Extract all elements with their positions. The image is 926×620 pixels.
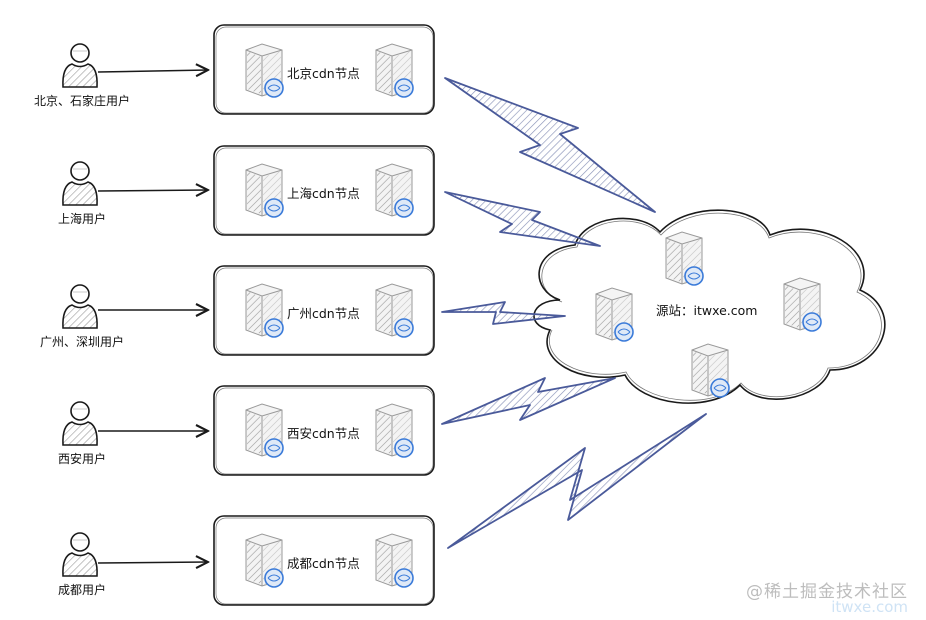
node-box-shanghai — [213, 145, 435, 236]
user-icon — [62, 401, 98, 446]
server-icon — [245, 533, 284, 588]
user-arrows — [97, 70, 208, 563]
origin-cloud — [533, 209, 886, 404]
user-label-shanghai: 上海用户 — [57, 212, 107, 226]
user-label-beijing: 北京、石家庄用户 — [33, 94, 131, 108]
node-box-xian — [213, 385, 435, 476]
bolt-beijing — [444, 77, 656, 213]
connection-bolts — [441, 77, 707, 549]
user-label-chengdu: 成都用户 — [57, 583, 107, 597]
server-icon — [595, 287, 634, 342]
node-box-chengdu — [213, 515, 435, 606]
user-icon — [62, 284, 98, 329]
server-icon — [691, 343, 730, 398]
server-icon — [245, 403, 284, 458]
server-icon — [245, 163, 284, 218]
server-icon — [783, 277, 822, 332]
user-icon — [62, 43, 98, 88]
server-icon — [375, 533, 414, 588]
server-icon — [375, 163, 414, 218]
server-icon — [665, 231, 704, 286]
watermark-line1: @稀土掘金技术社区 — [746, 582, 908, 602]
origin-label: 源站：itwxe.com — [656, 303, 758, 318]
node-box-guangzhou — [213, 265, 435, 356]
server-icon — [375, 283, 414, 338]
server-icon — [245, 283, 284, 338]
server-icon — [245, 43, 284, 98]
bolt-xian — [441, 377, 616, 425]
bolt-guangzhou — [441, 301, 566, 325]
node-label-chengdu: 成都cdn节点 — [287, 556, 360, 571]
node-label-beijing: 北京cdn节点 — [287, 66, 360, 81]
user-icon — [62, 532, 98, 577]
arrow-beijing — [97, 70, 208, 72]
user-label-xian: 西安用户 — [57, 452, 107, 466]
user-icon — [62, 161, 98, 206]
arrow-shanghai — [97, 190, 208, 191]
node-label-shanghai: 上海cdn节点 — [287, 186, 360, 201]
bolt-chengdu — [447, 413, 707, 549]
arrow-chengdu — [97, 562, 208, 563]
node-label-xian: 西安cdn节点 — [287, 426, 360, 441]
bolt-shanghai — [444, 191, 601, 247]
node-label-guangzhou: 广州cdn节点 — [287, 306, 360, 321]
node-box-beijing — [213, 24, 435, 115]
server-icon — [375, 43, 414, 98]
user-figures — [62, 43, 98, 577]
server-icon — [375, 403, 414, 458]
watermark-line2: itwxe.com — [831, 598, 908, 616]
watermark: @稀土掘金技术社区 itwxe.com — [746, 577, 908, 616]
user-label-guangzhou: 广州、深圳用户 — [39, 335, 125, 349]
